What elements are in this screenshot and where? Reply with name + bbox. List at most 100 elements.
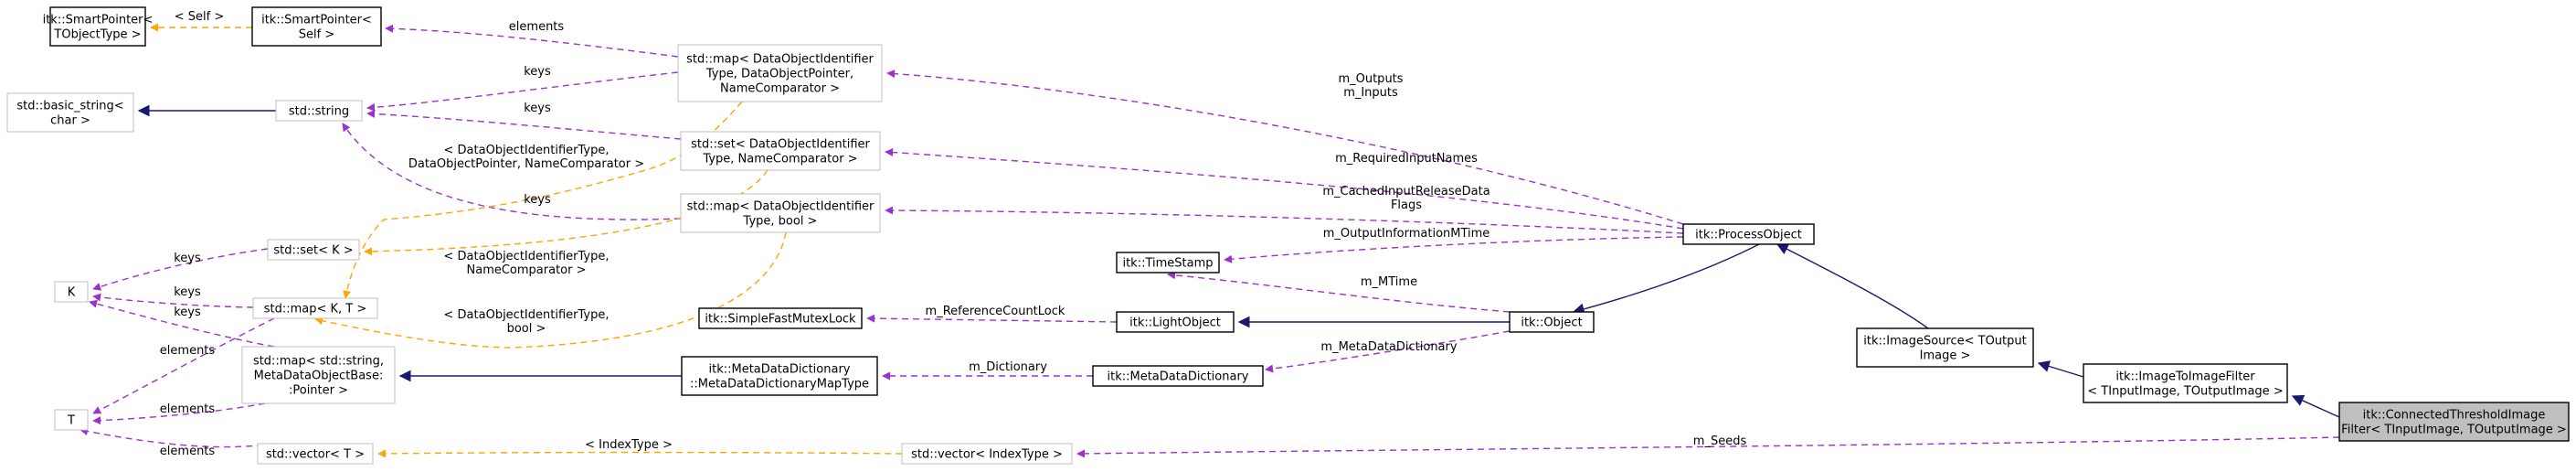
- node-box: [275, 100, 363, 122]
- edge-map_kt-to-t: [92, 317, 275, 414]
- edge-line: [385, 24, 679, 58]
- node-box: [1116, 311, 1235, 333]
- node-label: itk::ProcessObject: [1695, 229, 1802, 242]
- class-node-mdd[interactable]: itk::MetaDataDictionary: [1092, 365, 1264, 387]
- class-node-lightobject[interactable]: itk::LightObject: [1116, 311, 1235, 333]
- class-node-timestamp[interactable]: itk::TimeStamp: [1116, 252, 1220, 274]
- edge-object-to-mdd: [1265, 330, 1511, 373]
- edge-line: [377, 449, 903, 458]
- class-node-set-name[interactable]: std::set< DataObjectIdentifierType, Name…: [680, 131, 881, 171]
- node-label: Self >: [299, 28, 334, 42]
- edge-processobject-to-set_name: [885, 148, 1684, 230]
- edge-label: m_Dictionary: [969, 360, 1047, 374]
- node-box: [1092, 365, 1264, 387]
- class-node-basic-string[interactable]: std::basic_string<char >: [6, 92, 134, 133]
- class-node-fastmutex[interactable]: itk::SimpleFastMutexLock: [698, 307, 863, 329]
- node-label: itk::MetaDataDictionary: [1108, 370, 1249, 384]
- node-label: std::map< K, T >: [264, 303, 367, 316]
- edges-layer: [80, 23, 2340, 458]
- edge-imagesource-to-processobject: [1776, 243, 1929, 329]
- class-node-set-k[interactable]: std::set< K >: [267, 239, 360, 261]
- edge-label: keys: [524, 65, 551, 79]
- edge-line: [2037, 360, 2084, 378]
- class-node-sp-self[interactable]: itk::SmartPointer<Self >: [251, 6, 382, 47]
- edge-set_k-to-k: [92, 248, 269, 291]
- edge-label: < DataObjectIdentifierType,: [444, 308, 610, 322]
- edge-label: keys: [174, 285, 201, 299]
- node-box: [6, 92, 134, 133]
- node-box: [901, 443, 1073, 465]
- node-label: std::basic_string<: [16, 100, 123, 113]
- edge-connected-to-vector_idx: [1076, 436, 2340, 458]
- edge-label: m_OutputInformationMTime: [1323, 227, 1490, 241]
- edge-line: [1265, 330, 1511, 373]
- class-node-processobject[interactable]: itk::ProcessObject: [1682, 223, 1815, 245]
- node-box: [1116, 252, 1220, 274]
- node-label: itk::LightObject: [1129, 316, 1221, 330]
- edge-map_meta-to-k: [89, 299, 275, 348]
- node-label: itk::SimpleFastMutexLock: [705, 313, 856, 327]
- edge-map_bool-to-string: [342, 123, 682, 220]
- class-node-imagesource[interactable]: itk::ImageSource< TOutputImage >: [1856, 327, 2034, 368]
- edge-label: elements: [160, 344, 216, 358]
- edge-line: [1076, 436, 2340, 458]
- node-label: itk::TimeStamp: [1122, 257, 1213, 271]
- edge-map_kt-to-k: [92, 293, 254, 308]
- edge-label: m_MetaDataDictionary: [1320, 340, 1457, 354]
- class-node-map-kt[interactable]: std::map< K, T >: [252, 297, 378, 319]
- class-node-vector-t[interactable]: std::vector< T >: [257, 443, 374, 465]
- edge-line: [1167, 271, 1511, 313]
- edge-line: [80, 427, 275, 448]
- edge-label: m_MTime: [1361, 275, 1417, 289]
- edge-line: [866, 314, 1118, 323]
- class-node-imagetoimage[interactable]: itk::ImageToImageFilter< TInputImage, TO…: [2083, 363, 2288, 403]
- edge-map_bool-to-map_kt: [314, 231, 787, 349]
- class-node-mdd-maptype[interactable]: itk::MetaDataDictionary::MetaDataDiction…: [681, 356, 878, 396]
- node-label: itk::ImageToImageFilter: [2115, 370, 2255, 384]
- edge-label: < DataObjectIdentifierType,: [444, 250, 610, 263]
- node-box: [677, 44, 883, 102]
- node-box: [698, 307, 863, 329]
- class-node-map-meta[interactable]: std::map< std::string,MetaDataObjectBase…: [241, 346, 396, 404]
- edge-line: [885, 206, 1684, 234]
- edge-label: NameComparator >: [467, 263, 587, 277]
- class-node-t[interactable]: T: [54, 409, 89, 431]
- class-node-vector-idx[interactable]: std::vector< IndexType >: [901, 443, 1073, 465]
- edge-line: [1776, 243, 1929, 329]
- edge-set_name-to-set_k: [364, 169, 769, 256]
- node-label: itk::Object: [1521, 316, 1582, 330]
- node-label: std::set< DataObjectIdentifier: [691, 138, 870, 152]
- node-label: std::map< std::string,: [253, 355, 384, 369]
- node-box: [49, 6, 146, 47]
- edge-line: [364, 169, 769, 256]
- edge-line: [92, 293, 254, 308]
- edge-processobject-to-object: [1572, 243, 1760, 316]
- edge-imagetoimage-to-imagesource: [2037, 360, 2084, 378]
- class-node-sp-tobj[interactable]: itk::SmartPointer<TObjectType >: [43, 6, 154, 47]
- node-label: K: [68, 286, 76, 300]
- node-box: [2338, 402, 2570, 442]
- node-box: [680, 193, 881, 233]
- edge-label: keys: [174, 306, 201, 319]
- edge-line: [92, 317, 275, 414]
- node-label: < TInputImage, TOutputImage >: [2087, 385, 2283, 399]
- node-box: [257, 443, 374, 465]
- edge-vector_t-to-t: [80, 427, 275, 448]
- edge-label: elements: [160, 402, 216, 416]
- edge-label: keys: [524, 193, 551, 207]
- node-label: Image >: [1920, 349, 1971, 363]
- edge-line: [366, 109, 682, 140]
- node-box: [252, 297, 378, 319]
- node-box: [267, 239, 360, 261]
- edge-label: m_RequiredInputNames: [1335, 152, 1478, 166]
- node-label: itk::SmartPointer<: [261, 14, 372, 27]
- class-node-string[interactable]: std::string: [275, 100, 363, 122]
- edge-processobject-to-map_bool: [885, 206, 1684, 234]
- class-node-k[interactable]: K: [54, 281, 89, 303]
- class-node-object[interactable]: itk::Object: [1509, 311, 1595, 333]
- node-label: :Pointer >: [289, 384, 348, 398]
- edge-label: bool >: [507, 322, 546, 336]
- class-node-map-bool[interactable]: std::map< DataObjectIdentifierType, bool…: [680, 193, 881, 233]
- class-node-map-dop[interactable]: std::map< DataObjectIdentifierType, Data…: [677, 44, 883, 102]
